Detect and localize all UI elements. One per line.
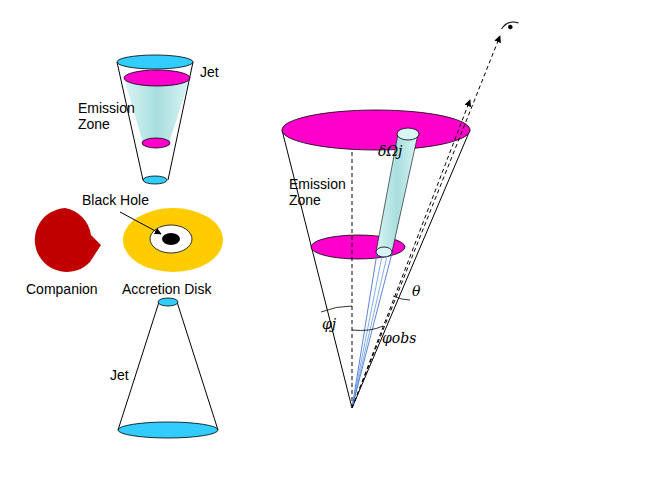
zone-label: Emission Zone xyxy=(78,100,140,132)
symbol-label: φobs xyxy=(382,330,416,346)
lower-jet xyxy=(118,298,218,438)
zone-label: Emission Zone xyxy=(289,176,351,208)
jet-label: Jet xyxy=(110,367,129,383)
emission-cone xyxy=(282,36,500,408)
symbol-label: φj xyxy=(322,316,336,332)
companion-star xyxy=(35,208,101,272)
symbol-label: θ xyxy=(412,283,420,299)
observer-eye xyxy=(500,20,519,32)
leader-arrow xyxy=(120,212,161,234)
symbol-label: δΩj xyxy=(378,143,402,159)
jet-label: Jet xyxy=(200,64,219,80)
part-label: Companion xyxy=(26,281,98,297)
upper-jet xyxy=(117,55,193,184)
part-label: Accretion Disk xyxy=(122,281,211,297)
accretion-disk xyxy=(123,208,223,272)
part-label: Black Hole xyxy=(82,192,149,208)
